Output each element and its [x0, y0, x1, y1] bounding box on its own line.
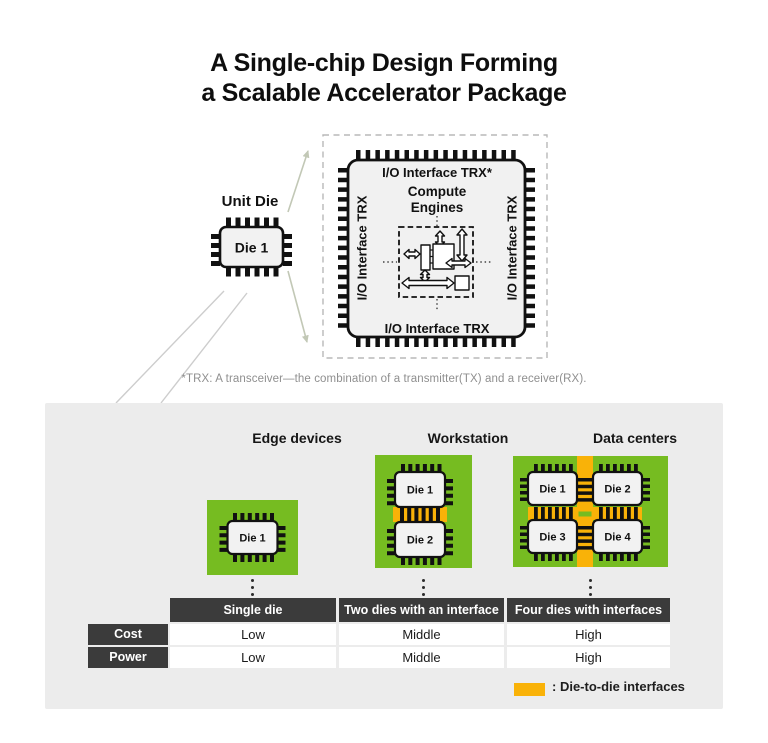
- table-header-two-dies: Two dies with an interface: [339, 598, 504, 622]
- die-label: Die 1: [539, 484, 565, 496]
- magnified-region-outline: [322, 134, 548, 359]
- page-title: A Single-chip Design Forming a Scalable …: [0, 48, 768, 108]
- io-interface-top-label: I/O Interface TRX*: [382, 165, 493, 180]
- column-header-workstation: Workstation: [427, 430, 509, 446]
- table-row-label-power: Power: [88, 647, 168, 668]
- unit-die-chip: Unit Die Die 1: [211, 193, 292, 277]
- io-interface-bottom-label: I/O Interface TRX: [385, 321, 490, 336]
- legend-label: : Die-to-die interfaces: [552, 679, 685, 694]
- chip-pins: [338, 150, 535, 347]
- die-to-die-interface: [393, 507, 447, 522]
- table-cell: Middle: [339, 647, 504, 668]
- io-interface-left-label: I/O Interface TRX: [355, 195, 370, 300]
- ellipsis-dots: [589, 579, 592, 582]
- table-cell: Middle: [339, 624, 504, 645]
- die-label: Die 2: [604, 484, 630, 496]
- dotted-guides: [383, 216, 491, 311]
- zoom-beam-lines: [115, 290, 248, 404]
- title-line-2: a Scalable Accelerator Package: [201, 79, 567, 107]
- compute-engines-label-1: Compute: [408, 184, 467, 199]
- table-row-label-cost: Cost: [88, 624, 168, 645]
- die-label: Die 2: [407, 535, 433, 547]
- table-cell: High: [507, 624, 670, 645]
- die-label: Die 3: [539, 532, 565, 544]
- data-centers-package: Die 1 Die 2 Die 3 Die 4: [513, 456, 668, 567]
- column-header-data-centers: Data centers: [592, 430, 678, 446]
- table-header-single-die: Single die: [170, 598, 336, 622]
- compute-engines-label-2: Engines: [411, 200, 464, 215]
- scalable-chip: I/O Interface TRX* I/O Interface TRX I/O…: [338, 150, 535, 347]
- table-header-four-dies: Four dies with interfaces: [507, 598, 670, 622]
- title-line-1: A Single-chip Design Forming: [210, 49, 558, 77]
- expand-arrows: [287, 150, 310, 343]
- ellipsis-dots: [422, 579, 425, 582]
- die-label: Die 1: [239, 533, 265, 545]
- workstation-package: Die 1 Die 2: [375, 455, 472, 568]
- edge-devices-package: Die 1: [207, 500, 298, 575]
- chip-architecture-diagram: Unit Die Die 1 I/O Interface TRX* I/O In: [115, 134, 548, 404]
- trx-footnote: *TRX: A transceiver—the combination of a…: [181, 373, 587, 385]
- table-cell: Low: [170, 647, 336, 668]
- compute-engine-schematic: [398, 226, 474, 298]
- scaling-comparison-panel: Edge devices Workstation Data centers Di…: [45, 403, 723, 709]
- connector-teeth: [430, 249, 433, 264]
- legend-orange-swatch: [514, 683, 545, 696]
- table-cell: Low: [170, 624, 336, 645]
- die-label: Die 4: [604, 532, 631, 544]
- unit-die-chip-label: Die 1: [235, 240, 269, 256]
- io-interface-right-label: I/O Interface TRX: [505, 195, 520, 300]
- ellipsis-dots: [251, 579, 254, 582]
- die-label: Die 1: [407, 485, 433, 497]
- column-header-edge-devices: Edge devices: [252, 430, 342, 446]
- unit-die-label: Unit Die: [222, 193, 279, 210]
- table-cell: High: [507, 647, 670, 668]
